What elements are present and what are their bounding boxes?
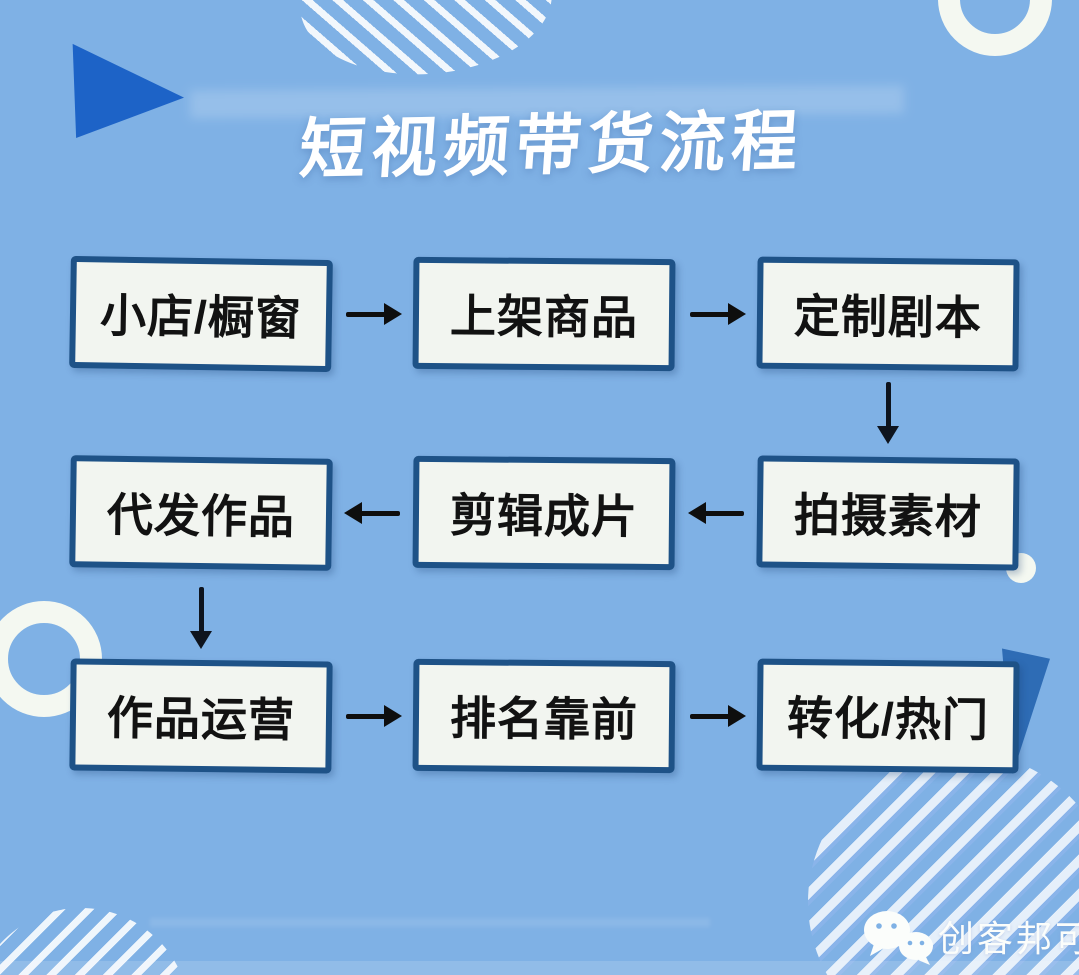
page-title: 短视频带货流程 [297, 103, 807, 187]
ring-circle-top-right [938, 0, 1052, 56]
flow-node-shoot-material: 拍摄素材 [756, 455, 1020, 571]
flow-node-list-products: 上架商品 [412, 256, 676, 372]
striped-shape-top [295, 0, 557, 83]
bottom-light-band [0, 961, 1079, 975]
arrow-right-icon [344, 704, 402, 728]
arrow-left-icon [688, 501, 746, 525]
flow-node-rank-top: 排名靠前 [412, 658, 676, 774]
flow-node-publish-works: 代发作品 [69, 455, 333, 571]
watermark-label: 创客邦可可 [938, 918, 1079, 959]
light-streak [150, 918, 710, 927]
flow-node-custom-script: 定制剧本 [756, 256, 1020, 372]
flow-node-convert-hot: 转化/热门 [756, 658, 1020, 774]
arrow-down-icon [189, 585, 213, 649]
flow-node-edit-film: 剪辑成片 [412, 455, 676, 571]
arrow-left-icon [344, 501, 402, 525]
arrow-right-icon [688, 704, 746, 728]
arrow-right-icon [688, 302, 746, 326]
flow-node-operate-works: 作品运营 [69, 658, 333, 774]
watermark: 创客邦可可 [860, 906, 1079, 966]
triangle-accent-icon [72, 43, 184, 138]
wechat-icon [864, 911, 933, 965]
arrow-down-icon [876, 380, 900, 444]
flow-node-shop-window: 小店/橱窗 [69, 255, 333, 373]
arrow-right-icon [344, 302, 402, 326]
